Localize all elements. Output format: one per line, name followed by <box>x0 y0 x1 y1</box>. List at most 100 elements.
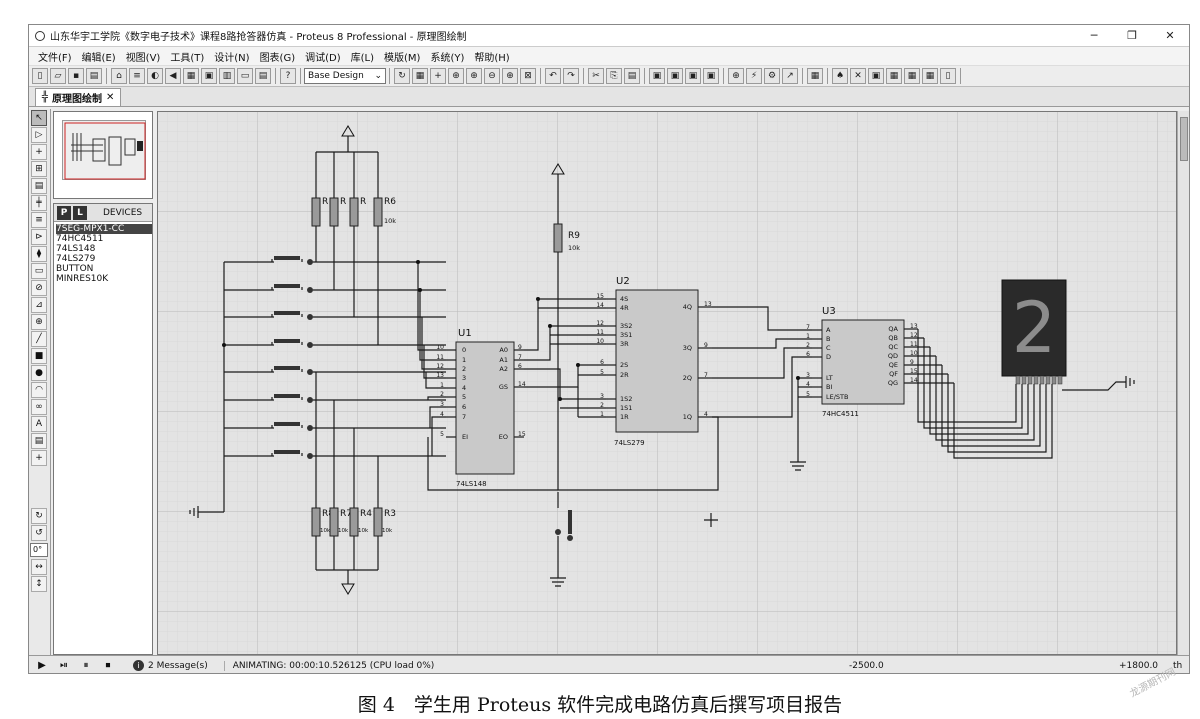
palette-tool-9[interactable]: ▭ <box>31 263 47 279</box>
toolbar-button-9-1[interactable]: ✕ <box>850 68 866 84</box>
toolbar-button-3-1[interactable]: ▦ <box>412 68 428 84</box>
toolbar-button-0-2[interactable]: ▪ <box>68 68 84 84</box>
message-info-icon[interactable]: i <box>133 660 144 671</box>
toolbar-button-1-8[interactable]: ▤ <box>255 68 271 84</box>
toolbar-button-1-0[interactable]: ⌂ <box>111 68 127 84</box>
mirror-button-0[interactable]: ↔ <box>31 559 47 575</box>
menu-item-5[interactable]: 图表(G) <box>259 52 296 64</box>
device-list-item[interactable]: 74LS148 <box>56 244 96 254</box>
device-list-item[interactable]: BUTTON <box>56 264 94 274</box>
toolbar-button-9-2[interactable]: ▣ <box>868 68 884 84</box>
toolbar-button-0-1[interactable]: ▱ <box>50 68 66 84</box>
toolbar-button-3-6[interactable]: ⊕ <box>502 68 518 84</box>
pause-button[interactable]: ⏸ <box>83 660 89 671</box>
toolbar-button-0-0[interactable]: ▯ <box>32 68 48 84</box>
close-button[interactable]: ✕ <box>1165 29 1175 42</box>
palette-tool-16[interactable]: ◠ <box>31 382 47 398</box>
mirror-button-1[interactable]: ↕ <box>31 576 47 592</box>
vertical-scrollbar[interactable] <box>1177 111 1189 655</box>
toolbar-button-3-7[interactable]: ⊠ <box>520 68 536 84</box>
menu-item-8[interactable]: 模版(M) <box>384 52 421 64</box>
palette-tool-10[interactable]: ⊘ <box>31 280 47 296</box>
rotation-angle-input[interactable]: 0° <box>30 543 48 557</box>
palette-tool-0[interactable]: ↖ <box>31 110 47 126</box>
toolbar-button-1-7[interactable]: ▭ <box>237 68 253 84</box>
palette-tool-12[interactable]: ⊕ <box>31 314 47 330</box>
palette-tool-11[interactable]: ⊿ <box>31 297 47 313</box>
palette-tool-4[interactable]: ▤ <box>31 178 47 194</box>
palette-tool-7[interactable]: ⊳ <box>31 229 47 245</box>
toolbar-button-9-3[interactable]: ▦ <box>886 68 902 84</box>
play-button[interactable]: ▶ <box>38 660 46 671</box>
stop-button[interactable]: ⏹ <box>105 660 111 671</box>
toolbar-button-6-0[interactable]: ▣ <box>649 68 665 84</box>
palette-tool-15[interactable]: ● <box>31 365 47 381</box>
palette-tool-6[interactable]: ≡ <box>31 212 47 228</box>
toolbar-button-8-0[interactable]: ▦ <box>807 68 823 84</box>
menu-item-7[interactable]: 库(L) <box>350 52 375 64</box>
palette-tool-5[interactable]: ╪ <box>31 195 47 211</box>
rotate-button-0[interactable]: ↻ <box>31 508 47 524</box>
menu-item-1[interactable]: 编辑(E) <box>81 52 116 64</box>
rotate-button-1[interactable]: ↺ <box>31 525 47 541</box>
toolbar-button-2-0[interactable]: ? <box>280 68 296 84</box>
toolbar-button-7-1[interactable]: ⚡ <box>746 68 762 84</box>
device-list-item[interactable]: 7SEG-MPX1-CC <box>56 224 152 234</box>
palette-tool-18[interactable]: A <box>31 416 47 432</box>
palette-tool-13[interactable]: ╱ <box>31 331 47 347</box>
toolbar-button-4-0[interactable]: ↶ <box>545 68 561 84</box>
toolbar-button-5-1[interactable]: ⎘ <box>606 68 622 84</box>
device-list-item[interactable]: MINRES10K <box>56 274 109 284</box>
design-variant-select[interactable]: Base Design⌄ <box>304 68 386 84</box>
device-list-item[interactable]: 74HC4511 <box>56 234 104 244</box>
restore-button[interactable]: ❐ <box>1127 29 1137 42</box>
toolbar-button-6-1[interactable]: ▣ <box>667 68 683 84</box>
toolbar-button-9-5[interactable]: ▦ <box>922 68 938 84</box>
menu-item-9[interactable]: 系统(Y) <box>430 52 465 64</box>
palette-tool-8[interactable]: ⧫ <box>31 246 47 262</box>
step-button[interactable]: ⏯ <box>60 660 68 671</box>
toolbar-button-9-0[interactable]: ♠ <box>832 68 848 84</box>
palette-tool-17[interactable]: ∞ <box>31 399 47 415</box>
pick-devices-button[interactable]: P <box>57 205 71 220</box>
message-count[interactable]: 2 Message(s) <box>148 660 208 671</box>
toolbar-button-6-3[interactable]: ▣ <box>703 68 719 84</box>
library-manager-button[interactable]: L <box>73 205 87 220</box>
toolbar-button-1-4[interactable]: ▦ <box>183 68 199 84</box>
toolbar-button-5-0[interactable]: ✂ <box>588 68 604 84</box>
menu-item-3[interactable]: 工具(T) <box>170 52 205 64</box>
toolbar-button-3-5[interactable]: ⊖ <box>484 68 500 84</box>
tab-close-icon[interactable]: ✕ <box>106 92 115 103</box>
toolbar-button-7-2[interactable]: ⚙ <box>764 68 780 84</box>
vertical-scroll-thumb[interactable] <box>1180 117 1188 161</box>
toolbar-button-0-3[interactable]: ▤ <box>86 68 102 84</box>
toolbar-button-9-6[interactable]: ▯ <box>940 68 956 84</box>
toolbar-button-1-3[interactable]: ◀ <box>165 68 181 84</box>
menu-item-10[interactable]: 帮助(H) <box>474 52 510 64</box>
palette-tool-3[interactable]: ⊞ <box>31 161 47 177</box>
tab-schematic-capture[interactable]: ╬ 原理图绘制 ✕ <box>35 88 122 106</box>
toolbar-button-7-3[interactable]: ↗ <box>782 68 798 84</box>
palette-tool-19[interactable]: ▤ <box>31 433 47 449</box>
toolbar-button-1-5[interactable]: ▣ <box>201 68 217 84</box>
minimize-button[interactable]: ─ <box>1090 29 1098 42</box>
toolbar-button-1-6[interactable]: ▥ <box>219 68 235 84</box>
overview-window[interactable] <box>53 111 153 199</box>
menu-item-4[interactable]: 设计(N) <box>214 52 250 64</box>
palette-tool-2[interactable]: + <box>31 144 47 160</box>
toolbar-button-1-1[interactable]: ≡ <box>129 68 145 84</box>
toolbar-button-1-2[interactable]: ◐ <box>147 68 163 84</box>
toolbar-button-3-2[interactable]: + <box>430 68 446 84</box>
palette-tool-20[interactable]: + <box>31 450 47 466</box>
menu-item-6[interactable]: 调试(D) <box>305 52 341 64</box>
menu-item-0[interactable]: 文件(F) <box>38 52 72 64</box>
toolbar-button-3-3[interactable]: ⊕ <box>448 68 464 84</box>
toolbar-button-7-0[interactable]: ⊕ <box>728 68 744 84</box>
toolbar-button-6-2[interactable]: ▣ <box>685 68 701 84</box>
device-list-item[interactable]: 74LS279 <box>56 254 96 264</box>
palette-tool-14[interactable]: ■ <box>31 348 47 364</box>
toolbar-button-3-0[interactable]: ↻ <box>394 68 410 84</box>
palette-tool-1[interactable]: ▷ <box>31 127 47 143</box>
